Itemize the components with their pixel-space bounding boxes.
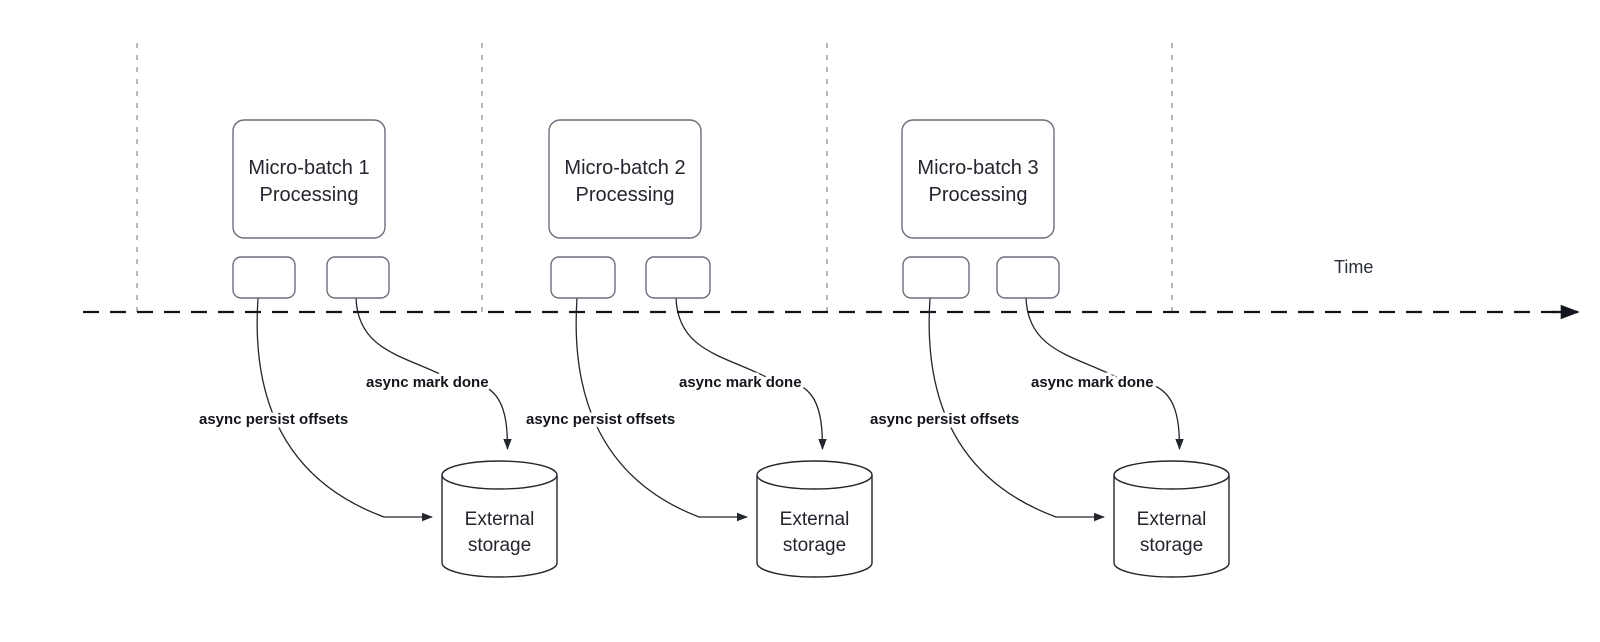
task-marker-box-2a[interactable]	[550, 256, 616, 299]
task-marker-box-1b[interactable]	[326, 256, 390, 299]
connector-mark-done-1	[355, 297, 512, 450]
micro-batch-box[interactable]	[548, 119, 702, 239]
edge-label-halo: async mark done	[679, 374, 802, 391]
task-marker-box-3b[interactable]	[996, 256, 1060, 299]
edge-label-mark-done-1: async mark done	[366, 374, 489, 391]
task-marker-box-1a[interactable]	[232, 256, 296, 299]
external-storage-node-3[interactable]: External storage	[1113, 460, 1230, 578]
storage-label-line1: External	[780, 509, 850, 530]
edge-label-mark-done-2: async mark done	[679, 374, 802, 391]
edge-label-persist-offsets-2: async persist offsets	[526, 411, 675, 428]
edge-label-halo: async mark done	[366, 374, 489, 391]
edge-label-halo: async persist offsets	[199, 411, 348, 428]
micro-batch-label-line2: Processing	[576, 184, 675, 206]
micro-batch-box[interactable]	[901, 119, 1055, 239]
storage-label-line2: storage	[468, 535, 531, 556]
micro-batch-box[interactable]	[232, 119, 386, 239]
task-marker-box-2b[interactable]	[645, 256, 711, 299]
connector-mark-done-2	[675, 297, 827, 450]
edge-label-halo: async persist offsets	[870, 411, 1019, 428]
micro-batch-label-line1: Micro-batch 2	[564, 157, 685, 179]
time-division-ticks	[136, 43, 1173, 318]
edge-label-halo: async persist offsets	[526, 411, 675, 428]
edge-labels-layer: async persist offsets async persist offse…	[196, 371, 1158, 432]
micro-batch-label-line2: Processing	[929, 184, 1028, 206]
connector-mark-done-3	[1025, 297, 1184, 450]
micro-batch-label-line2: Processing	[260, 184, 359, 206]
time-axis-label: Time	[1334, 257, 1373, 277]
edge-label-persist-offsets-3: async persist offsets	[870, 411, 1019, 428]
connector-persist-offsets-2	[575, 297, 748, 522]
storage-label-line1: External	[1137, 509, 1207, 530]
connector-persist-offsets-1	[256, 297, 433, 522]
external-storage-node-1[interactable]: External storage	[441, 460, 558, 578]
cylinder-body	[441, 475, 558, 578]
micro-batch-node-3[interactable]: Micro-batch 3 Processing	[901, 119, 1055, 239]
micro-batch-label-line1: Micro-batch 1	[248, 157, 369, 179]
micro-batch-node-1[interactable]: Micro-batch 1 Processing	[232, 119, 386, 239]
storage-label-line2: storage	[783, 535, 846, 556]
external-storage-node-2[interactable]: External storage	[756, 460, 873, 578]
connector-persist-offsets-3	[928, 297, 1105, 522]
cylinder-top	[441, 460, 558, 490]
micro-batch-label-line1: Micro-batch 3	[917, 157, 1038, 179]
storage-label-line1: External	[465, 509, 535, 530]
cylinder-top	[756, 460, 873, 490]
cylinder-body	[756, 475, 873, 578]
connectors-layer	[256, 297, 1184, 522]
edge-label-persist-offsets-1: async persist offsets	[199, 411, 348, 428]
storage-label-line2: storage	[1140, 535, 1203, 556]
cylinder-top	[1113, 460, 1230, 490]
cylinder-body	[1113, 475, 1230, 578]
task-marker-box-3a[interactable]	[902, 256, 970, 299]
micro-batch-node-2[interactable]: Micro-batch 2 Processing	[548, 119, 702, 239]
edge-label-halo: async mark done	[1031, 374, 1154, 391]
edge-label-mark-done-3: async mark done	[1031, 374, 1154, 391]
